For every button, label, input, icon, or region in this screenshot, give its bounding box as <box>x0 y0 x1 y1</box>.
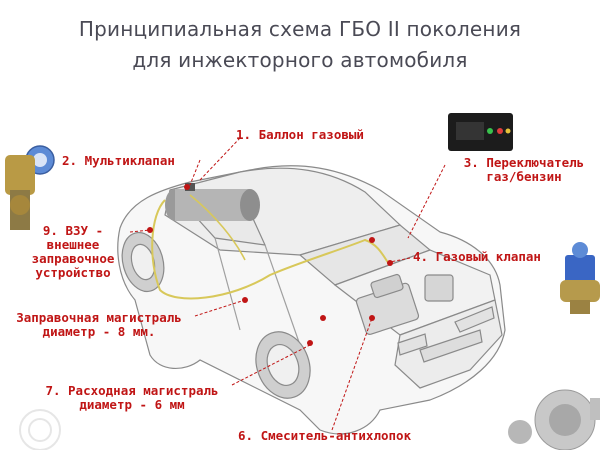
label-switch-line2: газ/бензин <box>486 169 562 184</box>
label-filler-line3: заправочное <box>31 251 115 266</box>
title-line-1: Принципиальная схема ГБО II поколения <box>78 17 522 41</box>
label-switch: 3. Переключатель газ/бензин <box>448 156 600 184</box>
car-illustration <box>117 165 506 435</box>
gas-valve-component <box>560 242 600 314</box>
label-filler: 9. ВЗУ - внешнее заправочное устройство <box>8 224 138 280</box>
label-supply-line-2: диаметр - 6 мм <box>79 397 185 412</box>
multivalve-component <box>5 145 55 230</box>
label-gas-valve: 4. Газовый клапан <box>413 249 541 264</box>
label-supply-line: 7. Расходная магистраль диаметр - 6 мм <box>28 384 236 412</box>
switch-component <box>448 113 513 151</box>
label-switch-line1: 3. Переключатель <box>463 155 585 170</box>
label-supply-line-1: 7. Расходная магистраль <box>45 383 219 398</box>
title-line-2: для инжекторного автомобиля <box>132 48 468 72</box>
label-filler-line1: 9. ВЗУ - <box>42 223 104 238</box>
label-mixer: 6. Смеситель-антихлопок <box>238 428 412 443</box>
filler-pipeline <box>189 194 246 261</box>
watermark-logo <box>19 409 61 450</box>
label-filling-line-2: диаметр - 8 мм. <box>42 324 156 339</box>
label-multivalve: 2. Мультиклапан <box>62 153 175 168</box>
leader-lines <box>129 137 446 431</box>
label-filler-line2: внешнее <box>46 237 100 252</box>
label-filling-line: Заправочная магистраль диаметр - 8 мм. <box>0 311 198 339</box>
label-filler-line4: устройство <box>35 265 111 280</box>
gas-pipeline <box>151 199 391 300</box>
connection-dots <box>147 184 393 346</box>
mixer-component <box>508 389 600 450</box>
label-gas-cylinder: 1. Баллон газовый <box>236 127 364 142</box>
label-filling-line-1: Заправочная магистраль <box>16 310 182 325</box>
